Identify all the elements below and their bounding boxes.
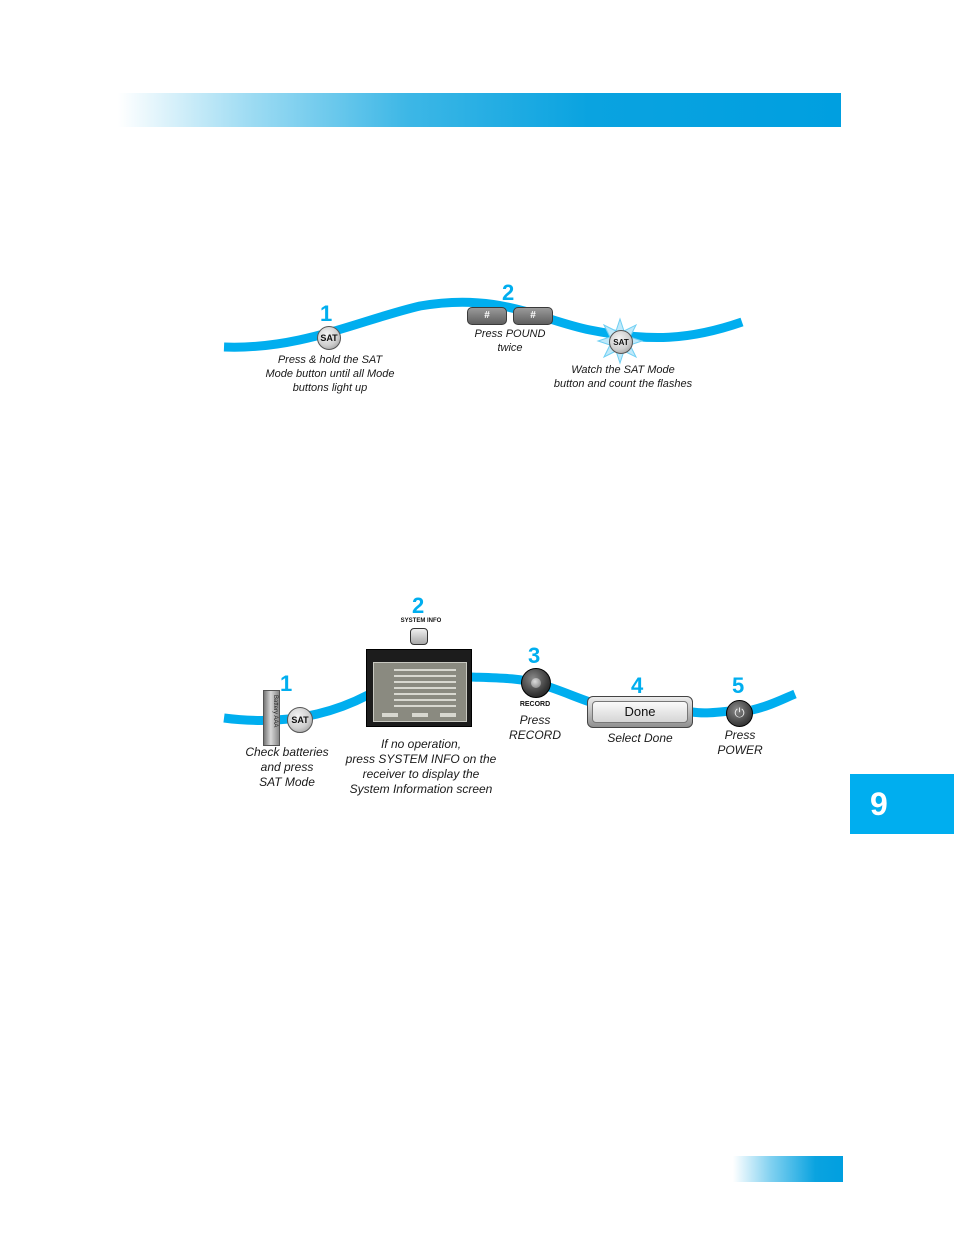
d2-step-5-number: 5 <box>732 673 745 698</box>
chapter-tab: 9 <box>850 774 954 834</box>
power-icon: ⏻ <box>734 705 745 720</box>
record-button[interactable] <box>521 668 551 698</box>
system-information-screen-image <box>366 649 472 727</box>
power-button[interactable]: ⏻ <box>726 700 753 727</box>
d1-step-1-number: 1 <box>320 301 333 326</box>
d2-step-1-caption: Check batteries and press SAT Mode <box>245 745 329 789</box>
d2-step-3-caption: Press RECORD <box>508 713 561 742</box>
d2-step-4-number: 4 <box>631 673 644 698</box>
d2-step-2-number: 2 <box>412 593 425 618</box>
system-info-button[interactable] <box>410 628 428 645</box>
pound-button-2[interactable]: # <box>513 307 553 325</box>
done-button-label: Done <box>592 701 688 723</box>
sat-button-flashing[interactable]: SAT <box>609 330 633 354</box>
system-info-label: SYSTEM INFO <box>400 618 442 624</box>
footer-bar <box>733 1156 843 1182</box>
d1-step-2-caption: Press POUND twice <box>474 328 546 354</box>
d1-step-3-caption: Watch the SAT Mode button and count the … <box>553 364 693 390</box>
d2-step-2-caption: If no operation, press SYSTEM INFO on th… <box>345 737 497 796</box>
record-label: RECORD <box>519 701 551 708</box>
sat-button[interactable]: SAT <box>317 326 341 350</box>
d2-step-4-caption: Select Done <box>607 731 673 745</box>
d1-step-2-number: 2 <box>502 280 515 305</box>
sat-mode-button[interactable]: SAT <box>287 707 313 733</box>
d2-step-5-caption: Press POWER <box>717 728 763 757</box>
done-button[interactable]: Done <box>587 696 693 728</box>
battery-icon: Battery AAA <box>263 690 280 746</box>
record-icon <box>531 678 541 688</box>
header-bar <box>118 93 841 127</box>
battery-label: Battery AAA <box>272 695 278 728</box>
d2-step-1-number: 1 <box>280 671 293 696</box>
pound-button-1[interactable]: # <box>467 307 507 325</box>
d1-step-1-caption: Press & hold the SAT Mode button until a… <box>265 354 395 394</box>
d2-step-3-number: 3 <box>528 643 541 668</box>
chapter-number: 9 <box>870 786 888 822</box>
